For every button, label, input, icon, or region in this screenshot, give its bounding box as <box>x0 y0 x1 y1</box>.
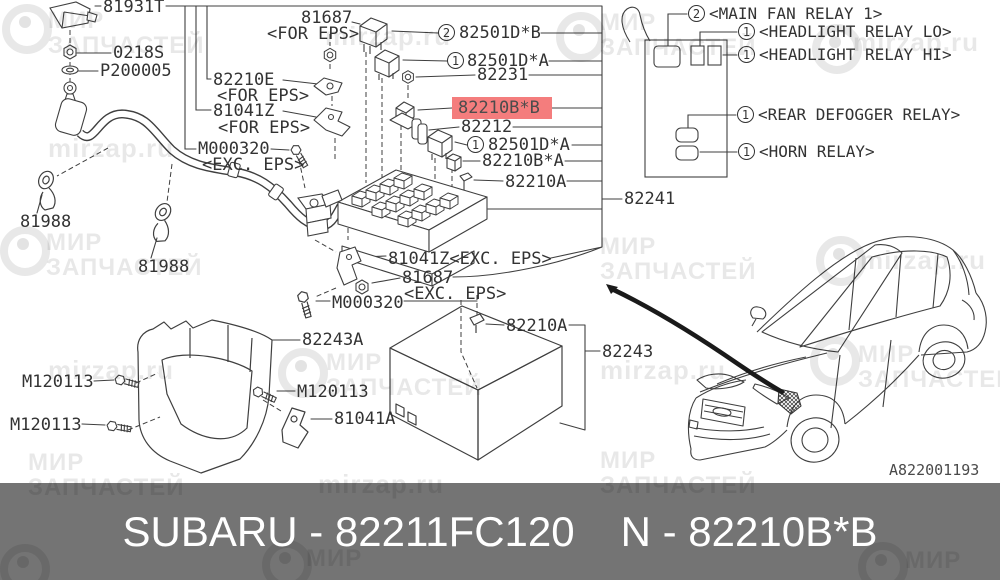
hook-icon <box>147 198 176 244</box>
relay-label-rear-defogger: <REAR DEFOGGER RELAY> <box>758 105 961 124</box>
highlighted-part: 82210B*B <box>452 97 552 119</box>
part-label-82231: 82231 <box>477 65 529 85</box>
relay-label-main-fan: <MAIN FAN RELAY 1> <box>709 4 883 23</box>
part-label-for-eps: <FOR EPS> <box>218 118 311 138</box>
diagram-svg <box>35 1 987 474</box>
qty-badge: 1 <box>467 136 484 153</box>
part-label-82241: 82241 <box>624 189 676 209</box>
qty-badge: 1 <box>738 23 755 40</box>
mirror-icon <box>750 306 767 327</box>
part-label-82210a: 82210A <box>506 316 568 336</box>
washer-icon <box>61 65 79 75</box>
bolt-icon <box>296 289 314 320</box>
relay-panel <box>621 6 728 178</box>
part-label-exc-eps: <EXC. EPS> <box>202 155 305 175</box>
relay-label-headlight-hi: <HEADLIGHT RELAY HI> <box>759 45 952 64</box>
part-label-exc-eps: <EXC. EPS> <box>404 284 507 304</box>
upper-cover-82243 <box>389 305 563 461</box>
part-label-81687: 81687 <box>301 8 353 28</box>
clip-82210e-icon <box>313 77 343 96</box>
stay-exc-icon <box>336 246 362 286</box>
part-label-82210bb: 82210B*B <box>458 98 540 118</box>
drawing-number: A822001193 <box>889 461 980 479</box>
car-illustration <box>687 236 987 463</box>
bracket-81041a-icon <box>281 407 309 449</box>
part-label-81041z-exc: 81041Z<EXC. EPS> <box>388 249 552 269</box>
nut-icon <box>323 47 337 63</box>
part-label-82243: 82243 <box>602 342 654 362</box>
qty-badge: 1 <box>447 52 464 69</box>
nut-icon <box>63 44 77 60</box>
hook-icon <box>35 168 57 211</box>
part-label-82210e: 82210E <box>213 70 275 90</box>
qty-badge: 1 <box>737 106 754 123</box>
part-label-81041z: 81041Z <box>213 101 275 121</box>
bolt-icon <box>113 373 141 390</box>
bolt-icon <box>105 420 133 435</box>
relay-icon <box>374 49 400 80</box>
fuse-82210ba-icon <box>446 153 462 172</box>
part-label-81931t: 81931T <box>103 0 165 17</box>
part-label-82210a: 82210A <box>505 172 567 192</box>
clip-82210a-icon <box>469 313 485 333</box>
part-label-p200005: P200005 <box>100 61 172 81</box>
qty-badge: 2 <box>438 24 455 41</box>
part-label-m000320: M000320 <box>198 139 270 159</box>
footer-part-info: SUBARU - 82211FC120 N - 82210B*B <box>0 483 1000 580</box>
stay-81041z-icon <box>313 107 351 137</box>
joint-82212-icon <box>411 118 428 145</box>
front-wheel-icon <box>790 417 840 463</box>
leader-lines <box>36 5 738 431</box>
part-label-82501da: 82501D*A <box>467 51 549 71</box>
footer-ref-part: N - 82210B*B <box>620 507 878 555</box>
qty-badge: 2 <box>688 5 705 22</box>
relay-icon <box>359 17 388 54</box>
qty-badge: 1 <box>738 143 755 160</box>
connector-icon <box>49 1 91 29</box>
part-label-82212: 82212 <box>461 117 513 137</box>
cable-clip-icon <box>268 183 284 201</box>
part-label-for-eps: <FOR EPS> <box>267 24 360 44</box>
part-label-82501db: 82501D*B <box>459 23 541 43</box>
nut-icon <box>402 70 414 84</box>
terminal-bracket-icon <box>297 193 332 237</box>
part-label-81988: 81988 <box>20 212 72 232</box>
rear-wheel-icon <box>922 341 966 379</box>
footer-brand-part: SUBARU - 82211FC120 <box>122 507 575 555</box>
grille-icon <box>700 398 746 427</box>
part-label-m120113: M120113 <box>297 382 369 402</box>
part-label-m120113: M120113 <box>10 415 82 435</box>
fuse-box-assembly <box>296 17 488 320</box>
part-label-82210ba: 82210B*A <box>482 151 564 171</box>
relay-label-headlight-lo: <HEADLIGHT RELAY LO> <box>759 22 952 41</box>
nut-icon <box>355 279 369 295</box>
clip-82210a-icon <box>459 172 473 190</box>
part-label-81041a: 81041A <box>334 409 396 429</box>
part-label-m120113: M120113 <box>22 372 94 392</box>
headlight-icon <box>752 383 790 405</box>
relay-icon <box>427 129 453 160</box>
part-label-0218s: 0218S <box>113 43 165 63</box>
footer-bar <box>0 483 1000 580</box>
part-label-82243a: 82243A <box>302 330 364 350</box>
part-label-for-eps: <FOR EPS> <box>217 86 310 106</box>
lower-cover-82243a <box>105 319 309 474</box>
part-label-m000320: M000320 <box>332 293 404 313</box>
headlight-icon <box>696 373 745 390</box>
location-patch <box>777 388 802 415</box>
battery-cable <box>35 1 345 244</box>
part-label-82501da: 82501D*A <box>488 135 570 155</box>
pointer-arrow <box>606 284 785 395</box>
part-label-81687: 81687 <box>402 268 454 288</box>
ring-terminal-icon <box>63 81 77 95</box>
part-label-81988: 81988 <box>138 257 190 277</box>
relay-label-horn: <HORN RELAY> <box>759 142 875 161</box>
boot-icon <box>54 98 88 136</box>
cable-clip-icon <box>227 161 241 179</box>
panel-arm <box>621 6 651 43</box>
qty-badge: 1 <box>738 46 755 63</box>
